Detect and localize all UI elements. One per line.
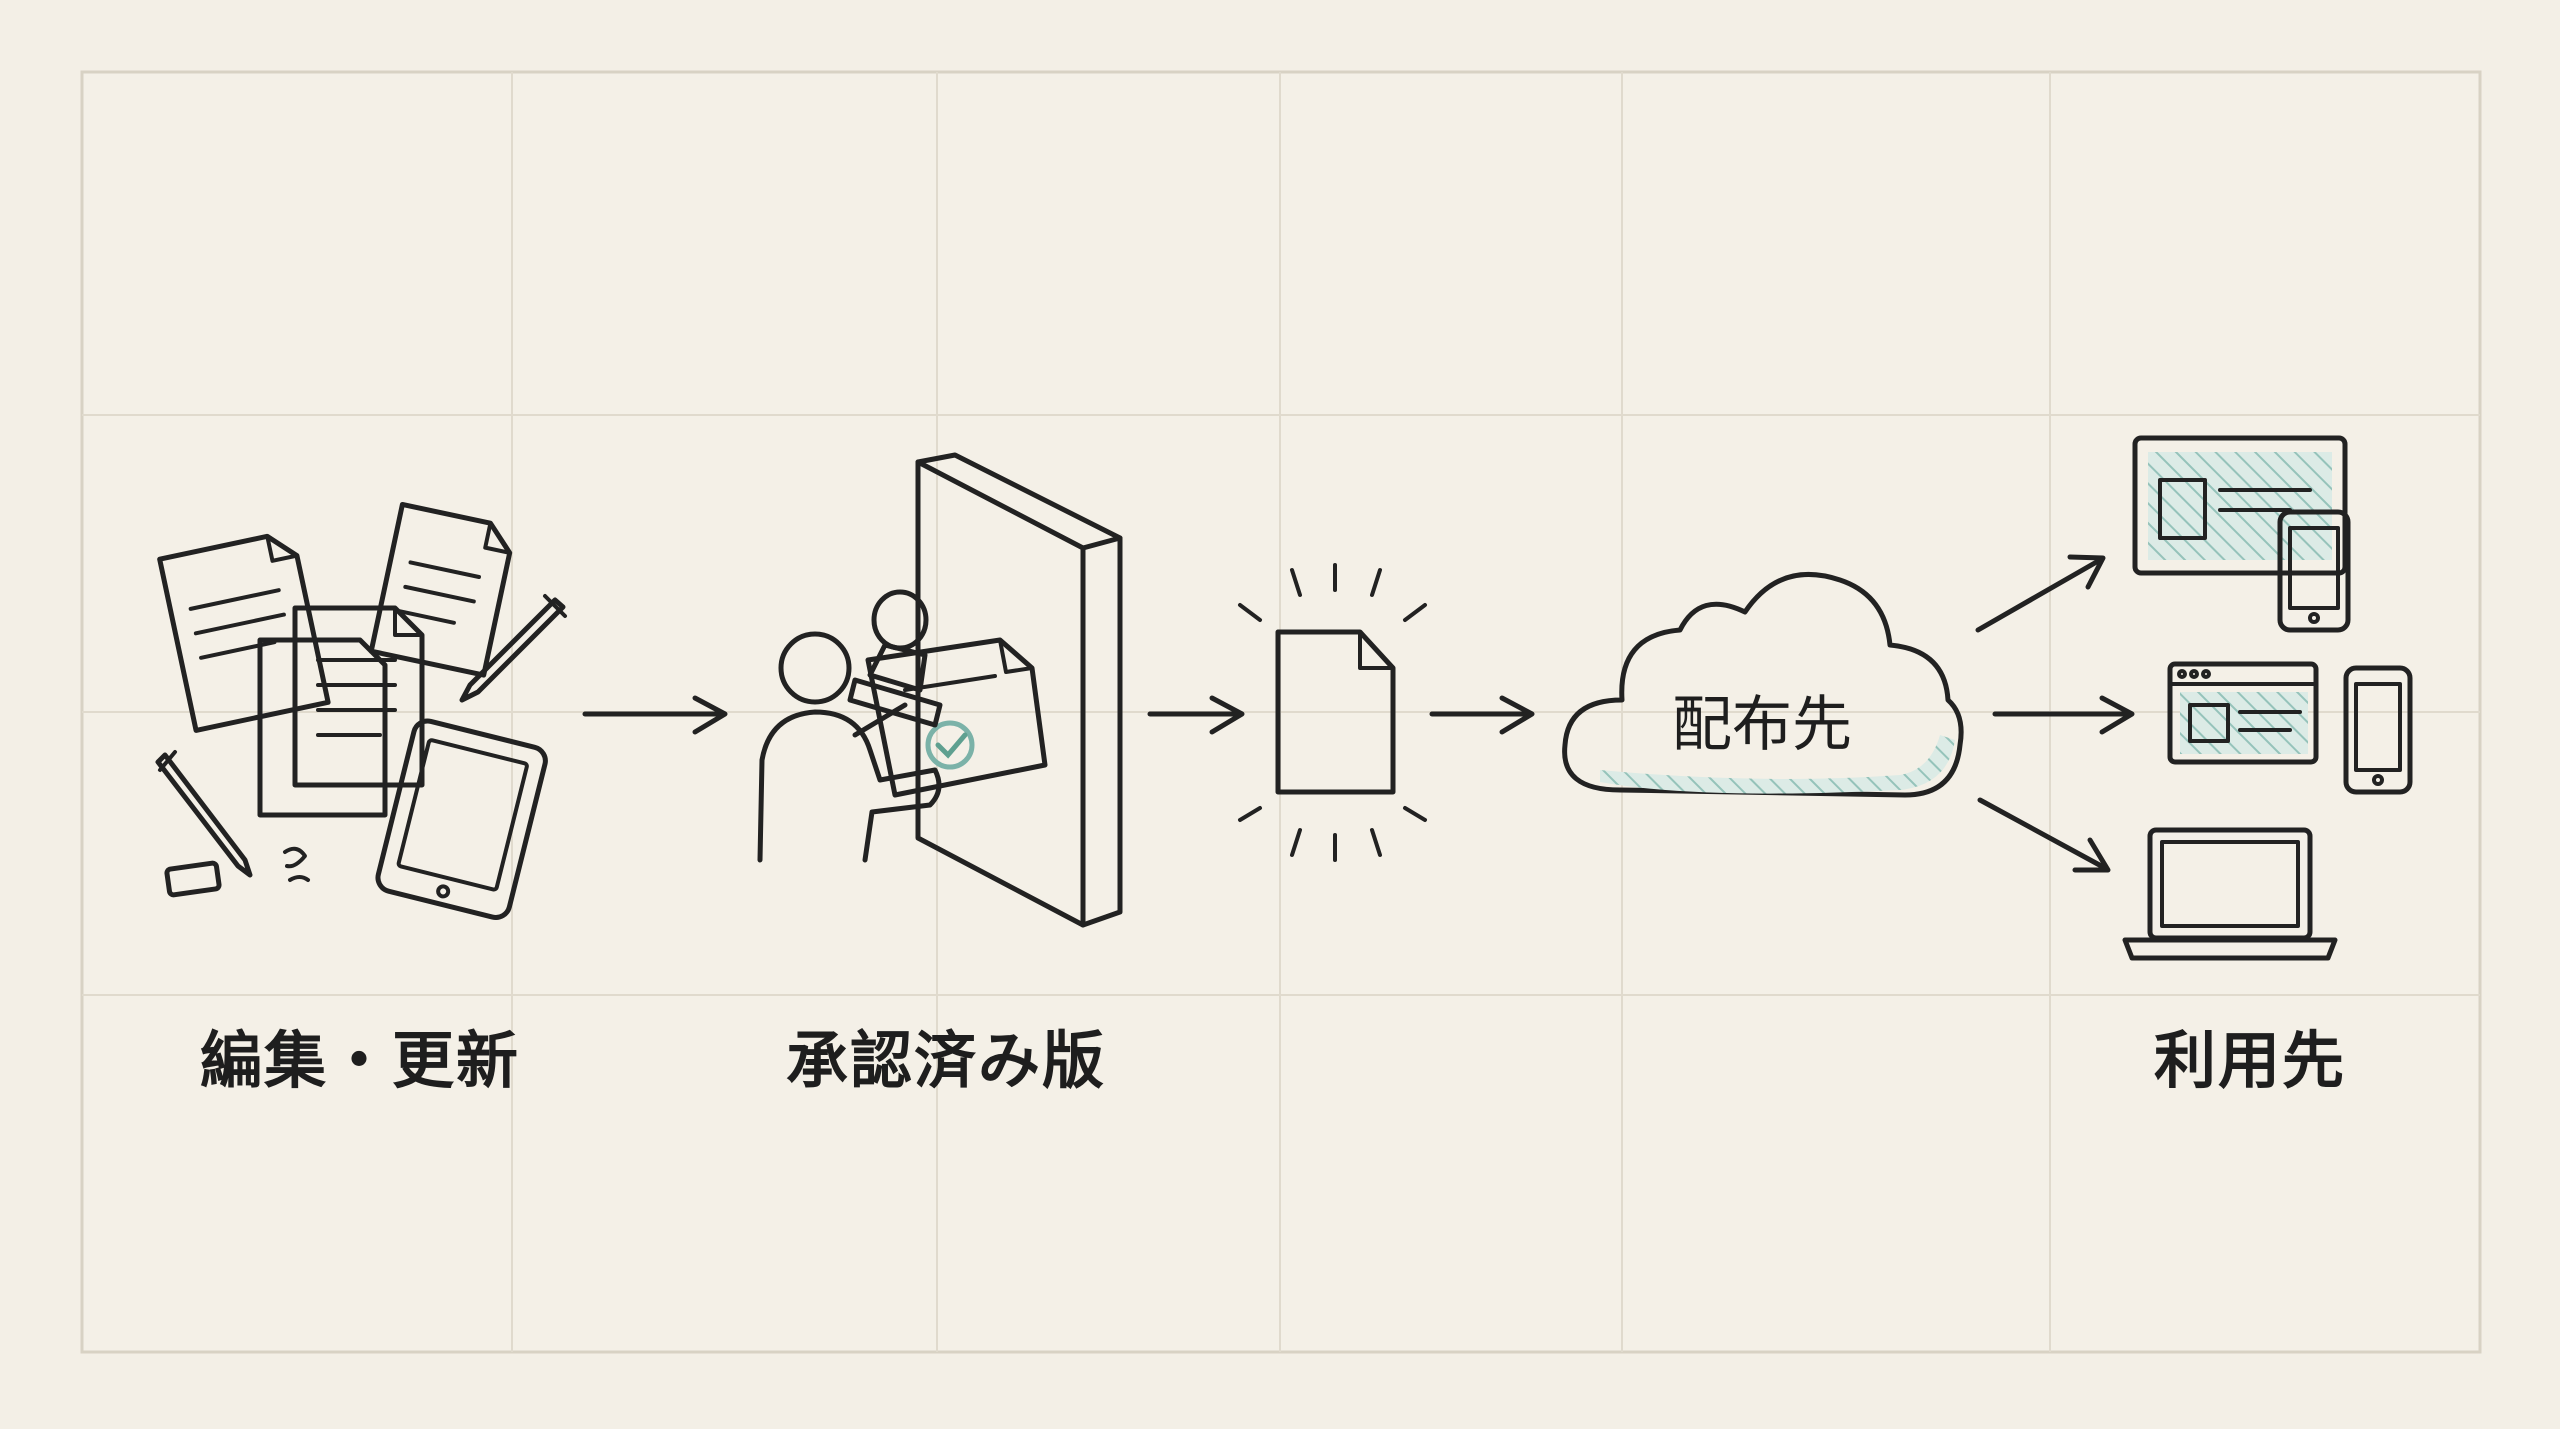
cloud-icon (1562, 571, 1964, 798)
arrow-icon (1429, 695, 1535, 735)
eraser-icon (164, 846, 310, 898)
documents-icon (157, 501, 513, 818)
stage-label-approved: 承認済み版 (785, 1024, 1107, 1097)
stage-label-edit: 編集・更新 (199, 1024, 521, 1097)
arrow-icon (1147, 695, 1245, 735)
stage-label-distribution: 配布先 (1672, 690, 1852, 760)
person-icon (757, 631, 942, 863)
desktop-icon (2132, 435, 2348, 576)
arrow-icon (1975, 554, 2106, 633)
arrow-icon (1977, 797, 2111, 873)
document-icon (1238, 563, 1427, 862)
browser-icon (2167, 661, 2319, 765)
pen-icon (155, 594, 567, 878)
phone-icon (2277, 509, 2351, 633)
arrow-icon (1992, 695, 2135, 735)
wall-icon (915, 452, 1123, 928)
stamp-icon (847, 589, 943, 728)
arrow-icon (582, 695, 728, 735)
stage-label-consumers: 利用先 (2153, 1024, 2347, 1097)
laptop-icon (2122, 827, 2338, 961)
tablet-icon (375, 718, 548, 920)
phone-icon (2343, 665, 2413, 795)
